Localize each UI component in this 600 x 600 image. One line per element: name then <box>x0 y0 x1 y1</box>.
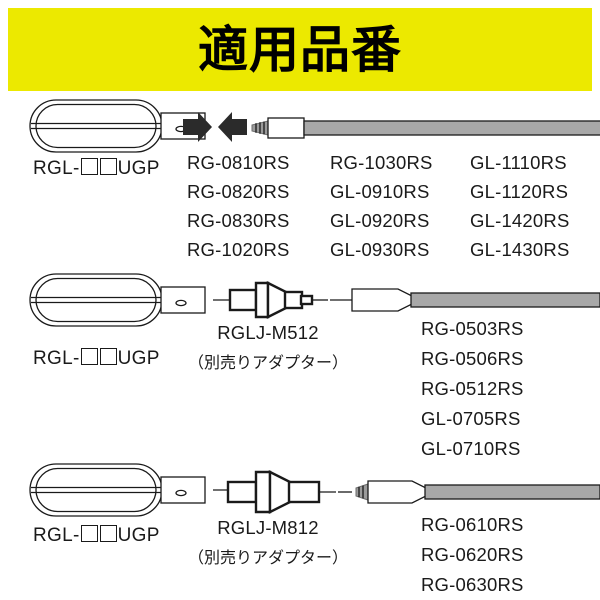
product-code: RG-0506RS <box>421 348 524 369</box>
row-2-cable <box>330 288 600 312</box>
arrow-right-icon <box>183 112 212 142</box>
placeholder-box-icon <box>99 348 117 365</box>
lamp-inner-body <box>35 103 157 149</box>
adapter-cone <box>268 470 292 514</box>
row-3-lamp-prefix: RGL- <box>33 525 80 546</box>
adapter-base <box>228 288 258 312</box>
lamp-inner-body <box>35 277 157 323</box>
row-1-cable <box>251 117 600 139</box>
cable-connector-body <box>351 288 413 312</box>
adapter-flange <box>254 281 270 319</box>
row-2-codes-col-1: RG-0503RS RG-0506RS RG-0512RS GL-0705RS … <box>421 318 524 460</box>
product-code: RG-0820RS <box>187 181 290 202</box>
row-3-lamp-suffix: UGP <box>117 525 160 546</box>
product-code: GL-1120RS <box>470 181 569 202</box>
adapter-name: RGLJ-M812 <box>217 517 319 538</box>
product-code: RG-0610RS <box>421 514 524 535</box>
row-3-lamp-label: RGL- UGP <box>33 525 160 547</box>
row-1-codes-col-3: GL-1110RS GL-1120RS GL-1420RS GL-1430RS <box>470 152 570 261</box>
row-1-lamp-prefix: RGL- <box>33 158 80 179</box>
product-code: GL-0930RS <box>330 239 430 260</box>
placeholder-box-icon <box>80 348 98 365</box>
row-2-lamp-prefix: RGL- <box>33 348 80 369</box>
lamp-neck-connector <box>160 286 206 314</box>
lamp-outer-body <box>29 99 163 153</box>
product-code: GL-0910RS <box>330 181 430 202</box>
placeholder-box-icon <box>99 525 117 542</box>
lamp-inner-body <box>35 467 157 513</box>
product-code: GL-1420RS <box>470 210 570 231</box>
product-code: RG-0620RS <box>421 544 524 565</box>
adapter-note: （別売りアダプター） <box>187 353 348 372</box>
adapter-name: RGLJ-M512 <box>217 322 319 343</box>
cable-collar <box>267 117 305 139</box>
adapter-base <box>226 480 258 504</box>
lamp-neck-screw <box>175 299 187 307</box>
cable-thread-tip <box>355 483 369 501</box>
row-1-codes-col-2: RG-1030RS GL-0910RS GL-0920RS GL-0930RS <box>330 152 433 261</box>
row-2-lamp-suffix: UGP <box>117 348 160 369</box>
row-3-diagram <box>29 463 252 517</box>
product-code: RG-0810RS <box>187 152 290 173</box>
row-3-adapter-caption: RGLJ-M812 （別売りアダプター） <box>178 517 358 568</box>
product-code: GL-1110RS <box>470 152 567 173</box>
row-1-lamp-label: RGL- UGP <box>33 158 160 180</box>
product-code: RG-0512RS <box>421 378 524 399</box>
product-code: RG-0630RS <box>421 574 524 595</box>
adapter-mid <box>283 290 304 310</box>
adapter-barrel <box>287 480 321 504</box>
product-code: RG-0503RS <box>421 318 524 339</box>
product-code: GL-0710RS <box>421 438 521 459</box>
adapter-note: （別売りアダプター） <box>187 548 348 567</box>
row-1-arrow-pair <box>183 112 247 142</box>
placeholder-box-icon <box>80 158 98 175</box>
product-code: RG-1030RS <box>330 152 433 173</box>
product-code: GL-0705RS <box>421 408 521 429</box>
placeholder-box-icon <box>80 525 98 542</box>
product-code: GL-1430RS <box>470 239 570 260</box>
product-code: RG-1020RS <box>187 239 290 260</box>
row-1-codes-col-1: RG-0810RS RG-0820RS RG-0830RS RG-1020RS <box>187 152 290 261</box>
page-title: 適用品番 <box>198 20 402 79</box>
product-code: RG-0830RS <box>187 210 290 231</box>
placeholder-box-icon <box>99 158 117 175</box>
row-3-adapter-diagram <box>226 470 336 514</box>
lamp-outer-body <box>29 463 163 517</box>
adapter-tip <box>299 294 314 306</box>
row-2-lamp-label: RGL- UGP <box>33 348 160 370</box>
row-3-codes-col-1: RG-0610RS RG-0620RS RG-0630RS <box>421 514 524 596</box>
lamp-neck-screw <box>175 489 187 497</box>
row-2-adapter-caption: RGLJ-M512 （別売りアダプター） <box>178 322 358 373</box>
row-2-adapter-diagram <box>228 281 328 319</box>
row-1-lamp-suffix: UGP <box>117 158 160 179</box>
adapter-cone <box>266 281 288 319</box>
row-2-diagram <box>29 273 254 327</box>
adapter-flange <box>254 470 272 514</box>
arrow-left-icon <box>218 112 247 142</box>
cable-body <box>424 484 600 500</box>
product-code: GL-0920RS <box>330 210 430 231</box>
cable-body <box>410 292 600 308</box>
cable-body <box>303 120 600 136</box>
cable-connector-body <box>367 480 427 504</box>
row-3-cable <box>338 480 600 504</box>
lamp-outer-body <box>29 273 163 327</box>
page-header-banner: 適用品番 <box>8 8 592 91</box>
